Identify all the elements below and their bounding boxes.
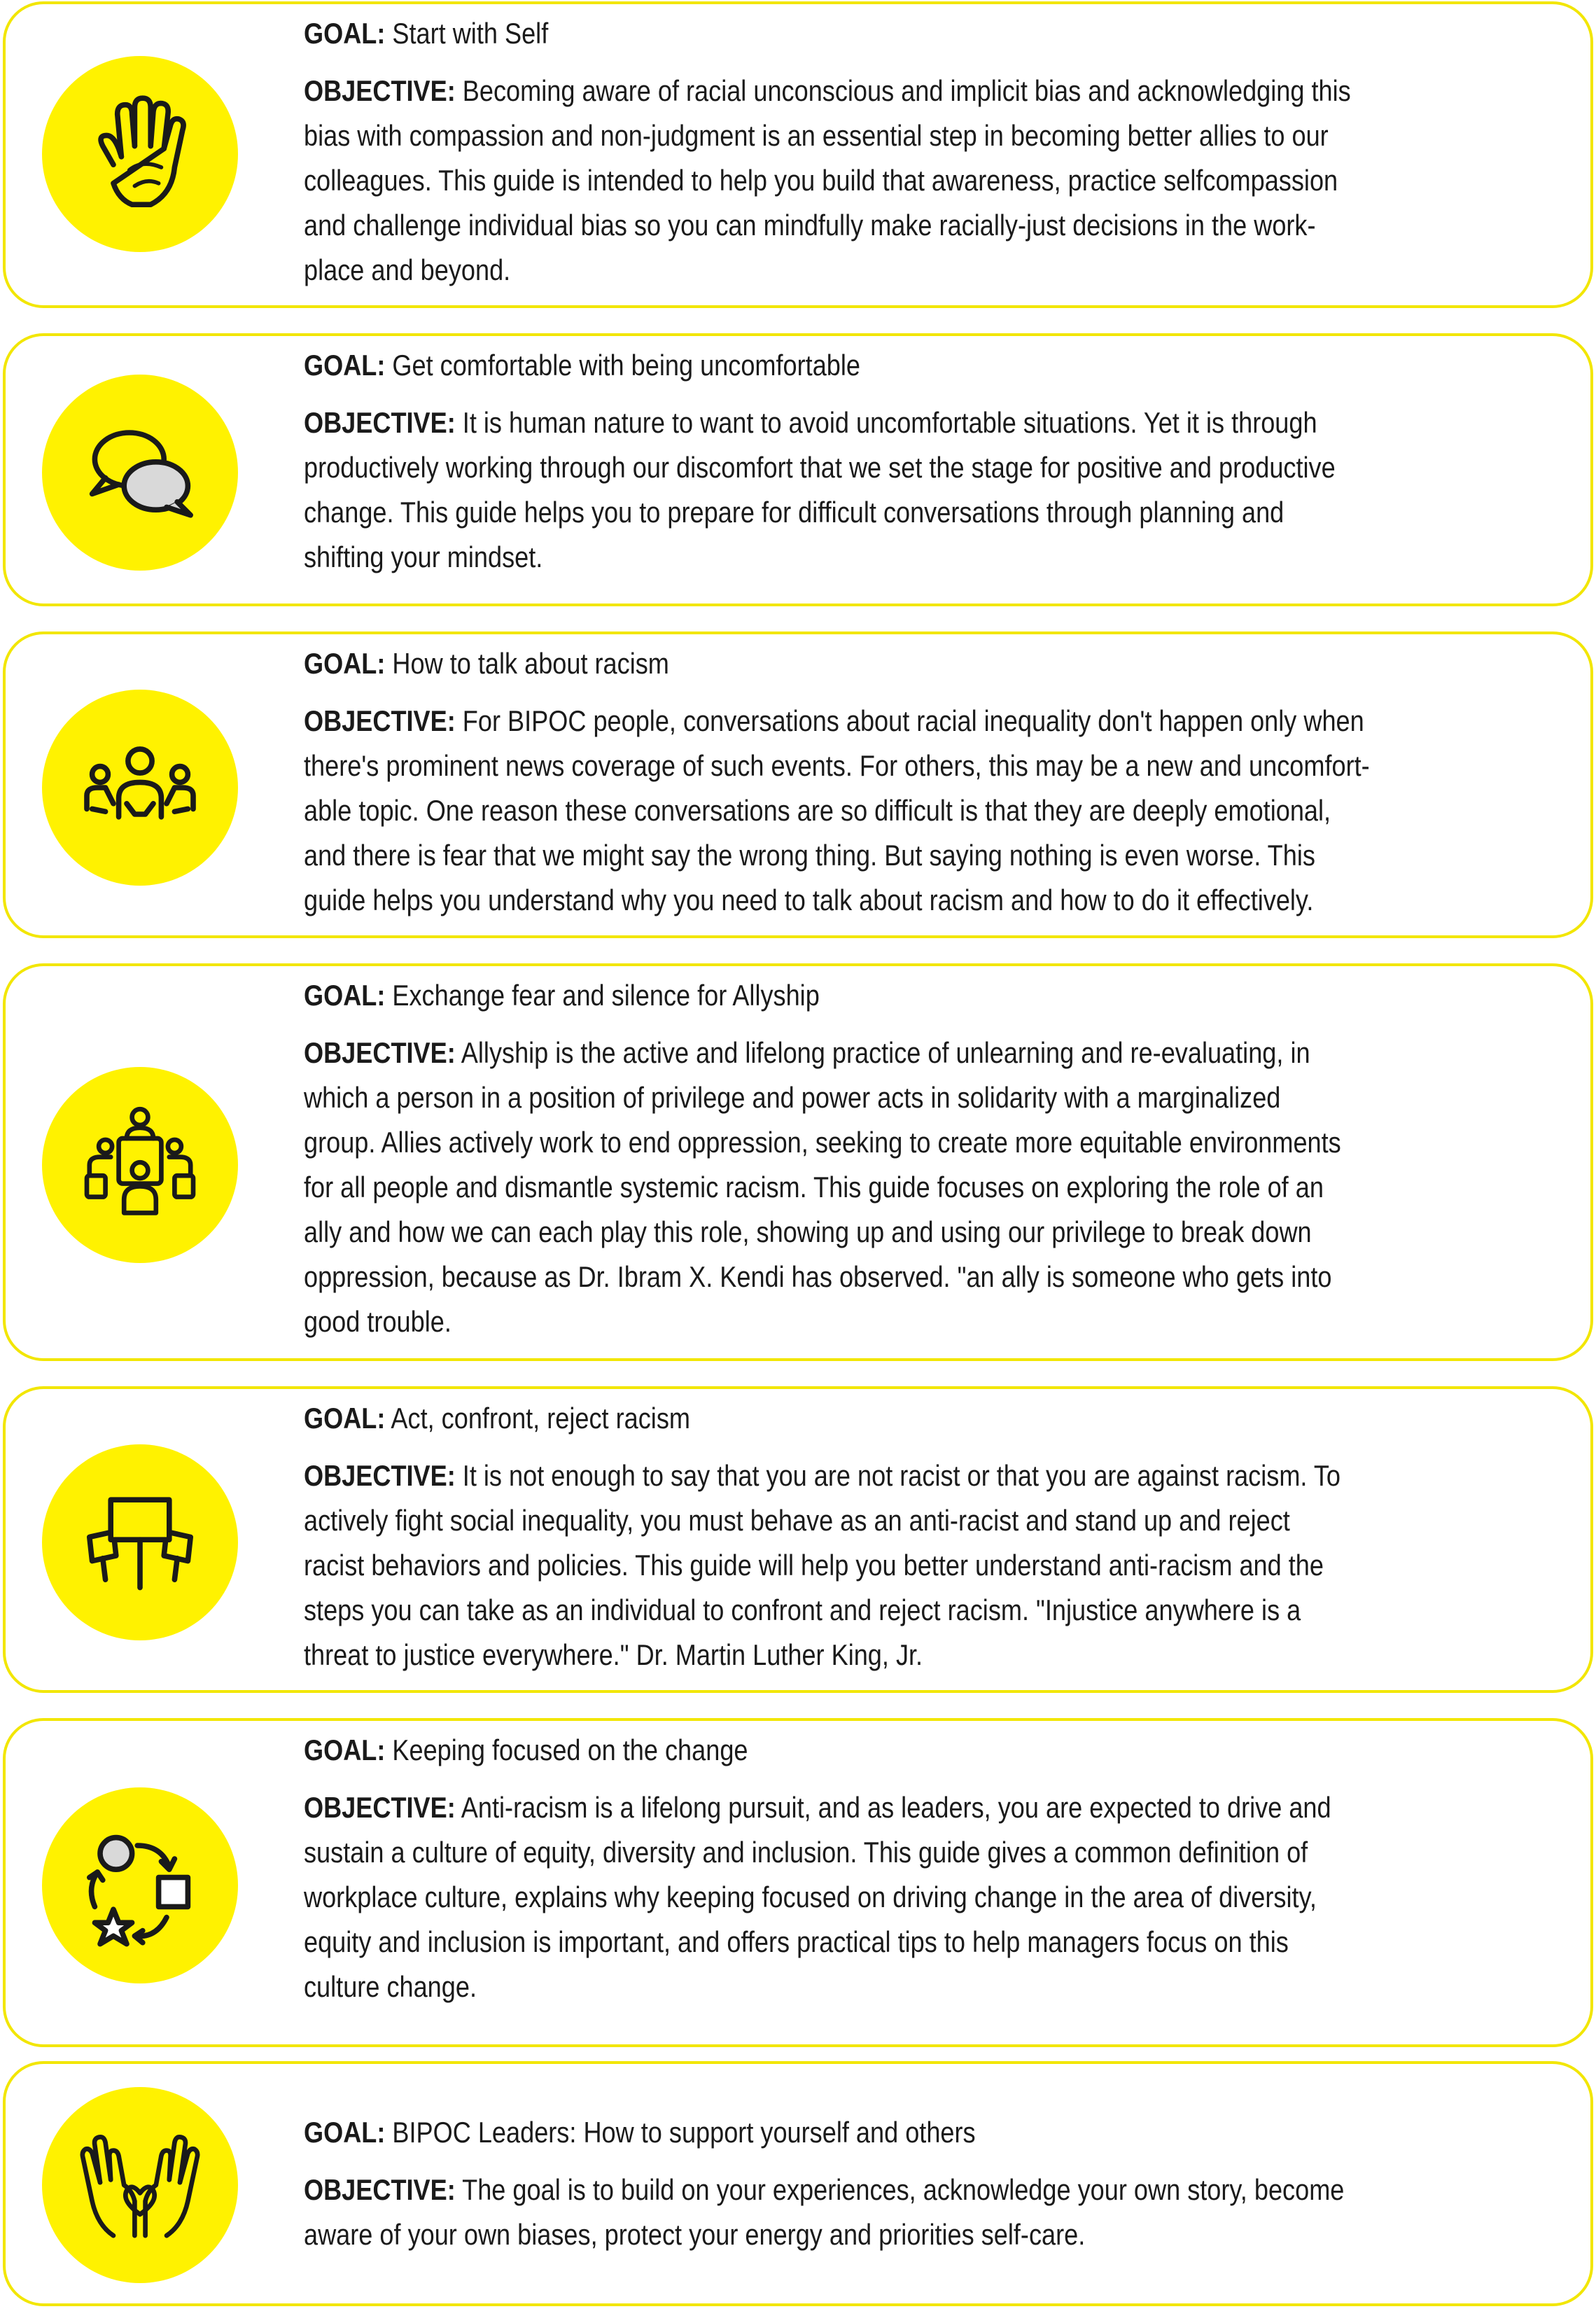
objective-line: actively fight social inequality, you mu… [304, 1504, 1290, 1537]
goal-label: GOAL: [304, 349, 386, 382]
goal-title: How to talk about racism [392, 647, 669, 680]
goal-label: GOAL: [304, 2116, 386, 2149]
goal-title: Start with Self [392, 17, 549, 50]
goal-card: GOAL: BIPOC Leaders: How to support your… [3, 2061, 1593, 2306]
goal-card: GOAL: Get comfortable with being uncomfo… [3, 333, 1593, 606]
objective-line: Allyship is the active and lifelong prac… [461, 1036, 1310, 1069]
objective-line: there's prominent news coverage of such … [304, 749, 1370, 782]
objective-line: aware of your own biases, protect your e… [304, 2218, 1086, 2251]
objective-line: It is not enough to say that you are not… [462, 1459, 1340, 1492]
card-text: GOAL: Keeping focused on the change OBJE… [304, 1728, 1555, 2009]
change-cycle-icon [87, 1834, 191, 1947]
objective-line: guide helps you understand why you need … [304, 884, 1314, 916]
card-text: GOAL: How to talk about racism OBJECTIVE… [304, 641, 1555, 923]
group-conversation-icon [84, 746, 196, 820]
icon-badge [42, 1444, 238, 1640]
objective-line: change. This guide helps you to prepare … [304, 496, 1284, 529]
goal-card: GOAL: How to talk about racism OBJECTIVE… [3, 632, 1593, 938]
goal-line: GOAL: How to talk about racism [304, 641, 1555, 686]
objective-line: colleagues. This guide is intended to he… [304, 164, 1338, 197]
card-text: GOAL: Act, confront, reject racism OBJEC… [304, 1396, 1555, 1677]
icon-badge [42, 1787, 238, 1983]
icon-badge [42, 375, 238, 571]
hand-icon [98, 95, 186, 207]
goal-card: GOAL: Act, confront, reject racism OBJEC… [3, 1386, 1593, 1693]
meeting-table-icon [84, 1106, 196, 1215]
objective-paragraph: OBJECTIVE: It is human nature to want to… [304, 400, 1555, 580]
objective-line: able topic. One reason these conversatio… [304, 794, 1331, 827]
objective-paragraph: OBJECTIVE: It is not enough to say that … [304, 1453, 1555, 1677]
goal-card: GOAL: Exchange fear and silence for Ally… [3, 963, 1593, 1361]
goal-label: GOAL: [304, 1734, 386, 1766]
goal-title: Exchange fear and silence for Allyship [392, 979, 820, 1012]
speech-bubbles-icon [89, 430, 193, 518]
goal-line: GOAL: Keeping focused on the change [304, 1728, 1555, 1773]
objective-paragraph: OBJECTIVE: Anti-racism is a lifelong pur… [304, 1785, 1555, 2009]
card-text: GOAL: Exchange fear and silence for Ally… [304, 973, 1555, 1344]
goal-line: GOAL: Start with Self [304, 11, 1555, 56]
objective-line: group. Allies actively work to end oppre… [304, 1126, 1341, 1159]
objective-line: productively working through our discomf… [304, 451, 1336, 484]
objective-label: OBJECTIVE: [304, 1459, 456, 1492]
goal-label: GOAL: [304, 17, 386, 50]
goal-label: GOAL: [304, 979, 386, 1012]
objective-label: OBJECTIVE: [304, 2173, 456, 2206]
goal-label: GOAL: [304, 1402, 386, 1435]
objective-line: ally and how we can each play this role,… [304, 1215, 1312, 1248]
goal-title: BIPOC Leaders: How to support yourself a… [392, 2116, 976, 2149]
objective-paragraph: OBJECTIVE: Becoming aware of racial unco… [304, 69, 1555, 293]
card-text: GOAL: BIPOC Leaders: How to support your… [304, 2110, 1555, 2257]
objective-line: shifting your mindset. [304, 540, 543, 573]
objective-paragraph: OBJECTIVE: For BIPOC people, conversatio… [304, 699, 1555, 923]
objective-line: racist behaviors and policies. This guid… [304, 1549, 1324, 1582]
objective-line: Becoming aware of racial unconscious and… [462, 74, 1351, 107]
icon-badge [42, 1067, 238, 1263]
objective-line: which a person in a position of privileg… [304, 1081, 1281, 1114]
objective-label: OBJECTIVE: [304, 1036, 456, 1069]
objective-line: It is human nature to want to avoid unco… [462, 406, 1317, 439]
objective-line: for all people and dismantle systemic ra… [304, 1171, 1324, 1204]
objective-paragraph: OBJECTIVE: Allyship is the active and li… [304, 1031, 1555, 1344]
goal-title: Keeping focused on the change [392, 1734, 748, 1766]
goal-line: GOAL: Get comfortable with being uncomfo… [304, 343, 1555, 388]
goal-card: GOAL: Start with Self OBJECTIVE: Becomin… [3, 1, 1593, 308]
card-text: GOAL: Get comfortable with being uncomfo… [304, 343, 1555, 580]
objective-line: and there is fear that we might say the … [304, 839, 1315, 872]
goal-title: Get comfortable with being uncomfortable [392, 349, 860, 382]
goal-card: GOAL: Keeping focused on the change OBJE… [3, 1718, 1593, 2047]
objective-line: The goal is to build on your experiences… [462, 2173, 1345, 2206]
objective-label: OBJECTIVE: [304, 704, 456, 737]
card-text: GOAL: Start with Self OBJECTIVE: Becomin… [304, 11, 1555, 293]
goal-title: Act, confront, reject racism [391, 1402, 690, 1435]
objective-line: bias with compassion and non-judgment is… [304, 119, 1329, 152]
objective-label: OBJECTIVE: [304, 1791, 456, 1824]
goal-line: GOAL: BIPOC Leaders: How to support your… [304, 2110, 1555, 2155]
objective-line: culture change. [304, 1970, 477, 2003]
objective-line: For BIPOC people, conversations about ra… [462, 704, 1364, 737]
objective-line: sustain a culture of equity, diversity a… [304, 1836, 1308, 1869]
objective-label: OBJECTIVE: [304, 74, 456, 107]
icon-badge [42, 690, 238, 886]
goal-line: GOAL: Act, confront, reject racism [304, 1396, 1555, 1441]
objective-line: Anti-racism is a lifelong pursuit, and a… [461, 1791, 1331, 1824]
icon-badge [42, 56, 238, 252]
goal-line: GOAL: Exchange fear and silence for Ally… [304, 973, 1555, 1018]
objective-line: equity and inclusion is important, and o… [304, 1925, 1289, 1958]
goal-label: GOAL: [304, 647, 386, 680]
objective-paragraph: OBJECTIVE: The goal is to build on your … [304, 2168, 1555, 2257]
protest-signs-icon [87, 1497, 193, 1591]
objective-line: oppression, because as Dr. Ibram X. Kend… [304, 1260, 1332, 1293]
icon-badge [42, 2087, 238, 2283]
hands-heart-icon [80, 2134, 200, 2238]
objective-line: place and beyond. [304, 253, 511, 286]
objective-line: steps you can take as an individual to c… [304, 1593, 1301, 1626]
objective-line: and challenge individual bias so you can… [304, 209, 1316, 242]
objective-label: OBJECTIVE: [304, 406, 456, 439]
objective-line: threat to justice everywhere." Dr. Marti… [304, 1638, 923, 1671]
objective-line: good trouble. [304, 1305, 451, 1338]
objective-line: workplace culture, explains why keeping … [304, 1881, 1317, 1913]
